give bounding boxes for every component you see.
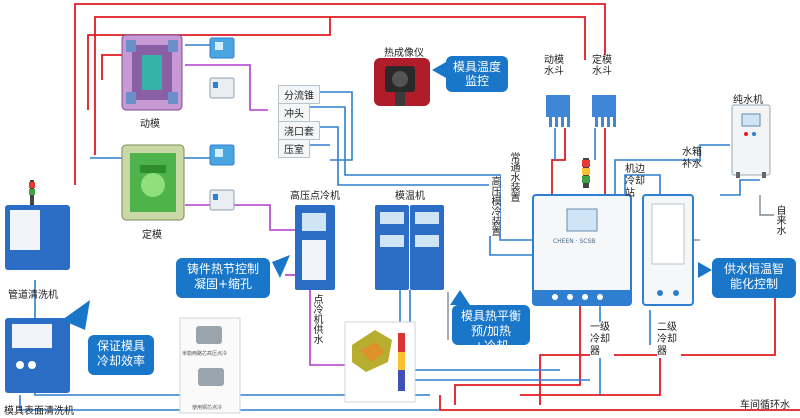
water-tank-fill-label: 水箱补水 [682,147,702,170]
mold-sensor-units [209,37,235,211]
mold-temp-controller-label: 模温机 [395,191,425,202]
casting-hotspot-text: 铸件热节控制凝固+缩孔 [186,262,259,291]
thermal-camera-label: 热成像仪 [384,48,424,59]
mold-temperature-callout: 模具温度监控 [446,56,508,92]
component-label-1: 冲头 [278,103,310,122]
high-pressure-cooling-label: 高压模冷装置 [489,176,500,236]
component-label-0: 分流锥 [278,85,320,104]
component-label-2: 浇口套 [278,121,320,140]
fixed-mold [121,144,185,221]
cleaning-efficiency-callout: 保证模具冷却效率 [88,335,154,375]
high-pressure-spot-cooler [295,205,335,290]
pipe-cleaner [5,180,70,270]
callout-text: 模具温度监控 [452,60,501,88]
surface-cleaner-label: 模具表面清洗机 [4,406,74,417]
spot-part-caption-1: 使用铜芯点冷 [192,405,223,411]
spot-cooler-label: 高压点冷机 [290,191,340,202]
pipe-cleaner-label: 管道清洗机 [8,290,58,301]
thermal-balance-text: 模具热平衡预/加热+冷却 [460,309,521,353]
moving-bucket-label: 动模水斗 [544,55,568,77]
pure-water-machine [731,104,771,178]
workshop-water-label: 车间循环水 [740,400,790,411]
thermal-simulation [344,321,416,403]
signal-tower [582,158,590,188]
moving-mold-label: 动模 [140,119,160,130]
cleaning-efficiency-text: 保证模具冷却效率 [96,339,145,368]
spot-cooling-supply-label: 点冷机供水 [311,294,322,344]
water-buckets [546,95,616,127]
constant-temp-text: 供水恒温智能化控制 [723,262,784,291]
cooling-station-label: 机边冷却站 [625,164,645,199]
casting-hotspot-callout: 铸件热节控制凝固+缩孔 [176,258,270,298]
spot-cooling-parts [179,317,241,414]
tap-water-label: 自来水 [774,205,785,235]
pure-water-machine-label: 纯水机 [733,95,763,106]
spot-part-caption-0: 米勒两路芯高压点冷 [182,351,228,357]
callout-pointers [62,62,712,330]
primary-cooler-label: 一级冷却器 [590,322,614,358]
red-pipes [74,3,800,411]
secondary-cooler-label: 二级冷却器 [657,322,681,358]
component-label-3: 压室 [278,139,310,158]
fixed-mold-label: 定模 [142,230,162,241]
station-panel-text: CHEEN · SCSB [553,238,596,245]
normal-water-label: 常通水装置 [508,152,519,202]
thermal-camera [374,58,430,106]
fixed-bucket-label: 定模水斗 [592,55,616,77]
constant-temp-callout: 供水恒温智能化控制 [712,258,796,298]
secondary-cabinet [642,194,694,306]
moving-mold [121,34,183,111]
mold-temp-controllers [375,205,444,290]
machine-side-cooling-station [532,194,632,306]
thermal-balance-callout: 模具热平衡预/加热+冷却 [452,305,530,353]
surface-cleaner [5,318,70,393]
